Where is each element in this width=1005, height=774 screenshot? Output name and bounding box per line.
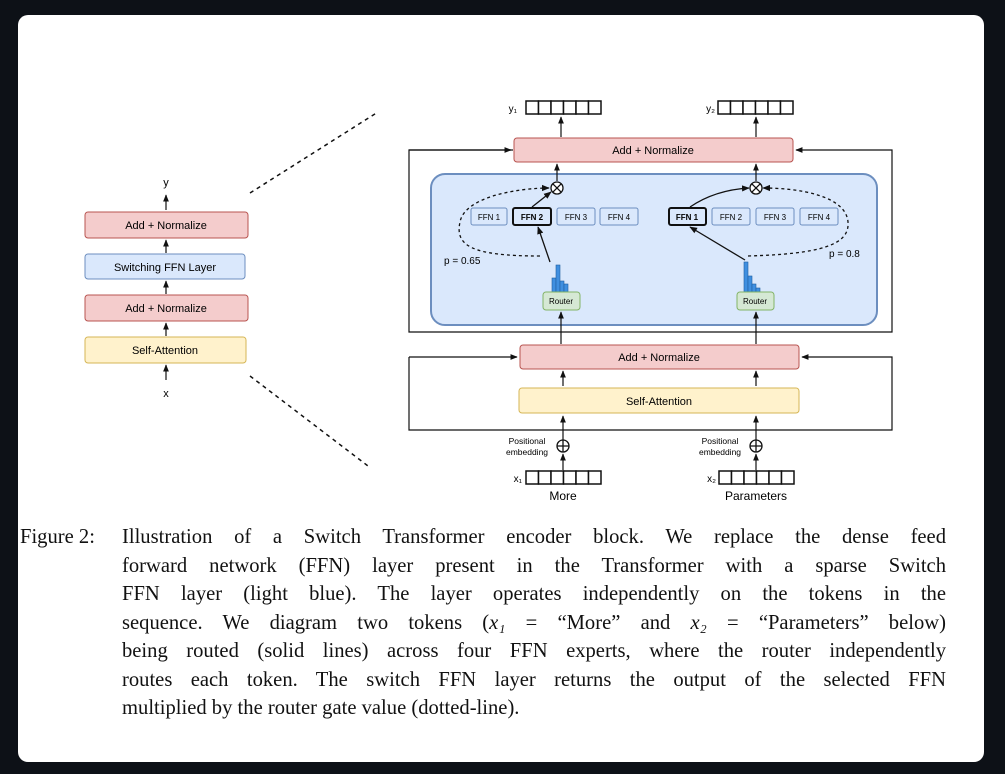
caption-math-x2: x₂ xyxy=(690,611,707,634)
x2-label: x₂ xyxy=(707,474,716,485)
left-input-label: x xyxy=(163,388,169,400)
caption-body: Illustration of a Switch Transformer enc… xyxy=(122,523,946,723)
residual-line-bottom-left xyxy=(408,357,565,431)
token1-word: More xyxy=(549,489,577,503)
left-add-normalize-bottom xyxy=(84,294,249,322)
left-self-attention xyxy=(84,336,247,364)
router-histogram-left xyxy=(551,264,569,293)
token2-ffn-4-label: FFN 4 xyxy=(808,213,831,222)
token1-ffn-3 xyxy=(556,207,596,226)
y2-label: y₂ xyxy=(706,104,715,115)
gate-line-left xyxy=(458,184,550,257)
caption-line-1: Illustration of a Switch Transformer enc… xyxy=(122,526,946,548)
caption-math-x1: x₁ xyxy=(489,611,506,634)
right-add-normalize-bottom xyxy=(519,344,800,370)
x2-vector xyxy=(718,470,795,485)
pos-embedding-1-line2: embedding xyxy=(506,447,548,457)
caption-line-4a: sequence. We diagram two tokens ( xyxy=(122,611,490,634)
token2-experts: FFN 1 FFN 2 FFN 3 FFN 4 xyxy=(668,207,839,226)
x1-label: x₁ xyxy=(514,474,523,485)
switch-ffn-layer xyxy=(430,173,878,326)
caption-line-2: forward network (FFN) layer present in t… xyxy=(122,554,946,577)
router-right-label: Router xyxy=(743,297,767,306)
token2-ffn-3 xyxy=(755,207,795,226)
token1-ffn-4-label: FFN 4 xyxy=(608,213,631,222)
y2-vector xyxy=(717,100,794,115)
pos-embedding-1-line1: Positional xyxy=(509,436,546,446)
right-add-normalize-bottom-label: Add + Normalize xyxy=(618,352,700,364)
left-self-attention-label: Self-Attention xyxy=(132,345,198,357)
caption-line-6: routes each token. The switch FFN layer … xyxy=(122,668,946,691)
gate-line-right xyxy=(747,184,849,257)
router-left-label: Router xyxy=(549,297,573,306)
zoom-line-top xyxy=(249,111,379,194)
left-add-normalize-top xyxy=(84,211,249,239)
left-switching-ffn-label: Switching FFN Layer xyxy=(114,262,216,274)
caption-line-4b: = “More” and xyxy=(505,611,691,634)
right-self-attention-label: Self-Attention xyxy=(626,396,692,408)
token1-ffn-1 xyxy=(470,207,508,226)
left-encoder-block: y Add + Normalize Switching FFN Layer Ad… xyxy=(84,177,249,400)
caption-line-4: sequence. We diagram two tokens (x₁ = “M… xyxy=(122,609,946,638)
token1-ffn-2-selected xyxy=(512,207,552,226)
token2-word: Parameters xyxy=(725,489,787,503)
token1-experts: FFN 1 FFN 2 FFN 3 FFN 4 xyxy=(470,207,639,226)
gate-value-right: p = 0.8 xyxy=(829,249,860,260)
caption-line-5: being routed (solid lines) across four F… xyxy=(122,640,946,662)
y1-label: y₁ xyxy=(509,104,518,115)
pos-embedding-2-line2: embedding xyxy=(699,447,741,457)
router-left xyxy=(542,291,581,311)
right-self-attention xyxy=(518,387,800,414)
token2-ffn-3-label: FFN 3 xyxy=(764,213,787,222)
caption-line-4c: = “Parameters” below) xyxy=(706,611,946,634)
token1-ffn-1-label: FFN 1 xyxy=(478,213,501,222)
x1-vector xyxy=(525,470,602,485)
token2-ffn-1-selected xyxy=(668,207,707,226)
zoom-line-bottom xyxy=(249,375,369,467)
y1-vector xyxy=(525,100,602,115)
right-add-normalize-top xyxy=(513,137,794,163)
pos-embedding-2-line1: Positional xyxy=(702,436,739,446)
left-output-label: y xyxy=(163,177,169,189)
left-add-normalize-bottom-label: Add + Normalize xyxy=(125,303,207,315)
token1-ffn-3-label: FFN 3 xyxy=(565,213,588,222)
caption-label: Figure 2: xyxy=(20,526,95,548)
left-add-normalize-top-label: Add + Normalize xyxy=(125,220,207,232)
token2-ffn-2 xyxy=(711,207,751,226)
right-add-normalize-top-label: Add + Normalize xyxy=(612,145,694,157)
caption-line-7: multiplied by the router gate value (dot… xyxy=(122,697,520,719)
token2-ffn-2-label: FFN 2 xyxy=(720,213,743,222)
left-switching-ffn-layer xyxy=(84,253,246,280)
residual-line-top-right xyxy=(561,147,893,333)
caption-line-3: FFN layer (light blue). The layer operat… xyxy=(122,583,946,605)
token2-ffn-1-label: FFN 1 xyxy=(676,213,699,222)
figure-card xyxy=(18,15,984,762)
router-right xyxy=(736,291,775,311)
token1-ffn-4 xyxy=(599,207,639,226)
residual-line-bottom-right xyxy=(565,354,893,431)
gate-value-left: p = 0.65 xyxy=(444,256,481,267)
token2-ffn-4 xyxy=(799,207,839,226)
token1-ffn-2-label: FFN 2 xyxy=(521,213,544,222)
right-encoder-block: y₁ y₂ Add + Normalize FFN 1 FFN xyxy=(408,100,893,503)
